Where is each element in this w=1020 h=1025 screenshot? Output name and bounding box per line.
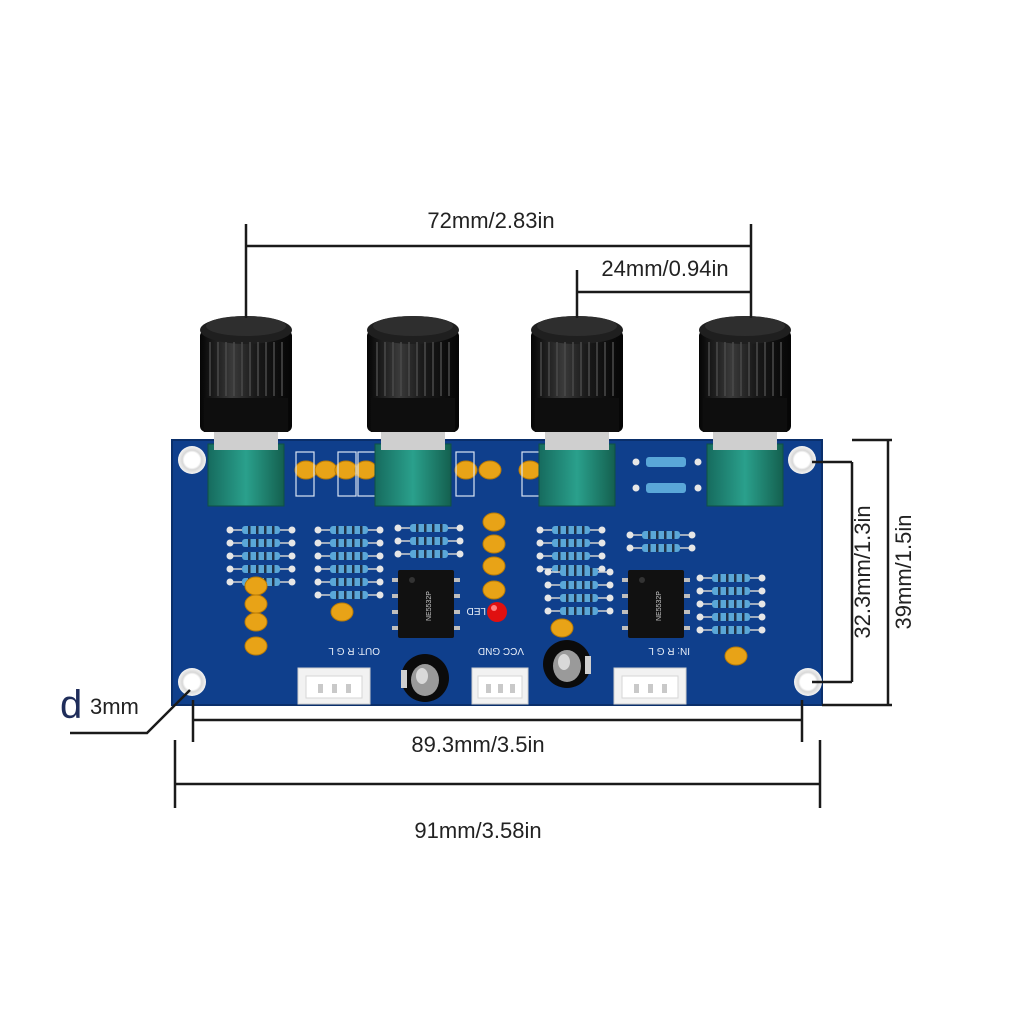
connector-output: OUT: R G L	[297, 645, 380, 705]
knob-pitch-label: 24mm/0.94in	[601, 256, 728, 281]
knob-row	[200, 316, 791, 507]
mounting-hole-bottom-right	[794, 668, 822, 696]
hole-diameter-leader	[70, 689, 191, 735]
electrolytic-capacitor-left	[401, 654, 449, 702]
hole-diameter-value: 3mm	[90, 694, 139, 719]
dimension-lines: 72mm/2.83in 24mm/0.94in 32.3mm/1.3in 39m…	[60, 208, 916, 843]
svg-text:NE5532P: NE5532P	[656, 591, 663, 621]
tone-knob-2	[367, 316, 459, 507]
connector-input: IN: R G L	[613, 645, 690, 705]
ic-chip-right: NE5532P	[622, 570, 690, 638]
hole-diameter-symbol: d	[60, 683, 82, 727]
hole-height-label: 32.3mm/1.3in	[850, 505, 875, 638]
resistor-array	[226, 457, 766, 634]
led-indicator: LED	[467, 602, 507, 622]
electrolytic-capacitor-right	[543, 640, 591, 688]
capacitor-array	[244, 451, 748, 666]
hole-span-label: 89.3mm/3.5in	[411, 732, 544, 757]
tone-knob-1	[200, 316, 292, 507]
connector-power: VCC GND	[471, 645, 529, 705]
board-width-label: 91mm/3.58in	[414, 818, 541, 843]
knob-span-label: 72mm/2.83in	[427, 208, 554, 233]
ic-chip-left: NE5532P	[392, 570, 460, 638]
tone-knob-4	[699, 316, 791, 507]
power-connector-label: VCC GND	[478, 645, 524, 656]
led-silk-label: LED	[467, 605, 486, 616]
mounting-hole-top-right	[788, 446, 816, 474]
mounting-hole-bottom-left	[178, 668, 206, 696]
svg-text:NE5532P: NE5532P	[426, 591, 433, 621]
mounting-hole-top-left	[178, 446, 206, 474]
board-height-label: 39mm/1.5in	[891, 515, 916, 630]
output-connector-label: OUT: R G L	[328, 645, 380, 656]
tone-knob-3	[531, 316, 623, 507]
input-connector-label: IN: R G L	[648, 645, 690, 656]
